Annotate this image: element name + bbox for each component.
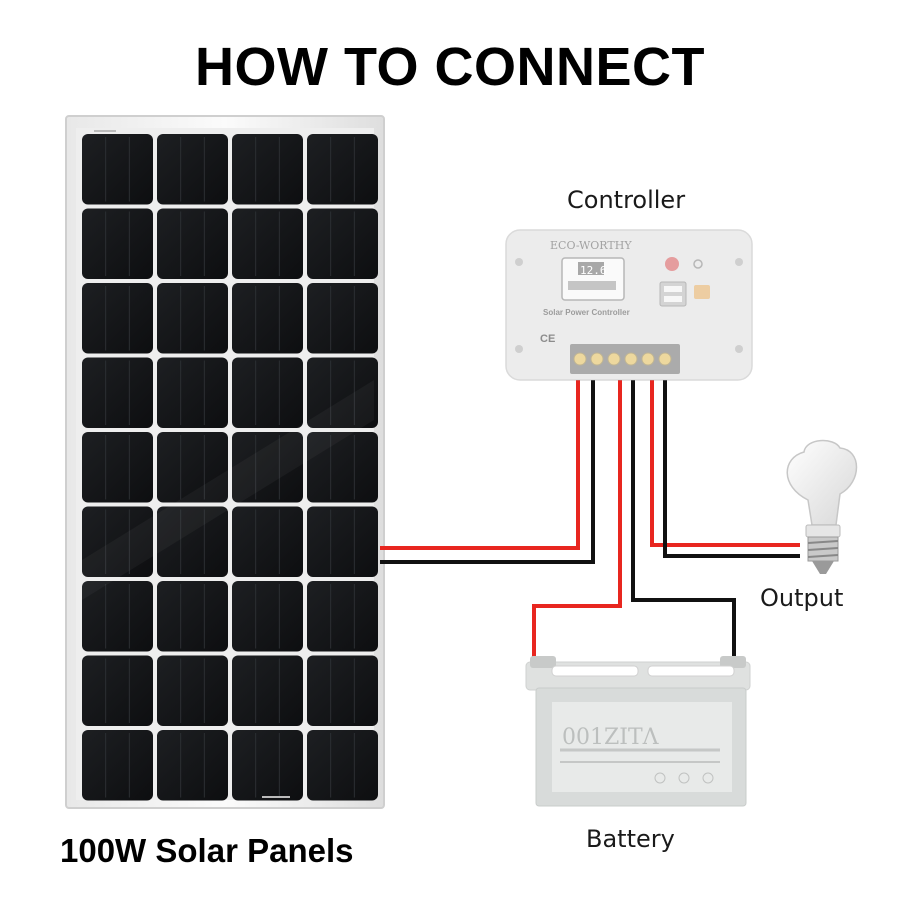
output-negative-wire [663, 380, 800, 558]
solar-cell [157, 581, 228, 652]
controller-display-reading: 12.6 [580, 264, 607, 277]
solar-cell [82, 357, 153, 428]
solar-cell [157, 655, 228, 726]
solar-cell [307, 432, 378, 503]
terminal-screw [658, 352, 672, 366]
solar-cell [307, 581, 378, 652]
solar-cell [307, 357, 378, 428]
solar-negative-wire [380, 380, 595, 564]
solar-cell [157, 506, 228, 577]
solar-cell [232, 283, 303, 354]
wiring [380, 380, 800, 658]
terminal-screw [573, 352, 587, 366]
solar-cell [232, 581, 303, 652]
solar-cell [82, 581, 153, 652]
solar-cell [307, 208, 378, 279]
page-title: HOW TO CONNECT [195, 37, 705, 97]
solar-cell [307, 655, 378, 726]
solar-panel [65, 115, 385, 809]
bulb-icon [786, 439, 858, 574]
battery-model-label: 001ZITɅ [562, 725, 660, 750]
output-label: Output [760, 584, 844, 612]
solar-cell [232, 208, 303, 279]
charge-controller [505, 229, 753, 381]
solar-cell [157, 730, 228, 801]
solar-cell [307, 134, 378, 205]
solar-cell [82, 506, 153, 577]
controller-brand: ECO-WORTHY [550, 239, 632, 252]
battery-negative-wire [631, 380, 736, 658]
panel-glare [82, 380, 374, 600]
solar-cell [82, 283, 153, 354]
solar-cell [82, 730, 153, 801]
solar-cell-grid [82, 134, 378, 801]
solar-cell [157, 432, 228, 503]
solar-cell [82, 432, 153, 503]
solar-cell [232, 506, 303, 577]
controller-ce-mark: CE [540, 333, 555, 345]
solar-cell [307, 730, 378, 801]
solar-panel-label: 100W Solar Panels [60, 832, 354, 869]
solar-cell [157, 357, 228, 428]
solar-cell [232, 357, 303, 428]
battery [525, 656, 751, 807]
solar-cell [157, 283, 228, 354]
solar-cell [82, 134, 153, 205]
solar-cell [232, 730, 303, 801]
solar-cell [157, 134, 228, 205]
terminal-screw [624, 352, 638, 366]
controller-name: Solar Power Controller [543, 308, 630, 317]
terminal-screw [641, 352, 655, 366]
solar-cell [307, 506, 378, 577]
controller-label: Controller [567, 186, 686, 214]
terminal-screw [590, 352, 604, 366]
solar-cell [307, 283, 378, 354]
battery-positive-wire [532, 380, 622, 658]
solar-positive-wire [380, 380, 580, 550]
battery-label: Battery [586, 825, 675, 853]
solar-cell [82, 655, 153, 726]
solar-cell [232, 134, 303, 205]
solar-cell [157, 208, 228, 279]
output-positive-wire [650, 380, 800, 547]
solar-cell [82, 208, 153, 279]
solar-cell [232, 655, 303, 726]
solar-cell [232, 432, 303, 503]
terminal-screw [607, 352, 621, 366]
